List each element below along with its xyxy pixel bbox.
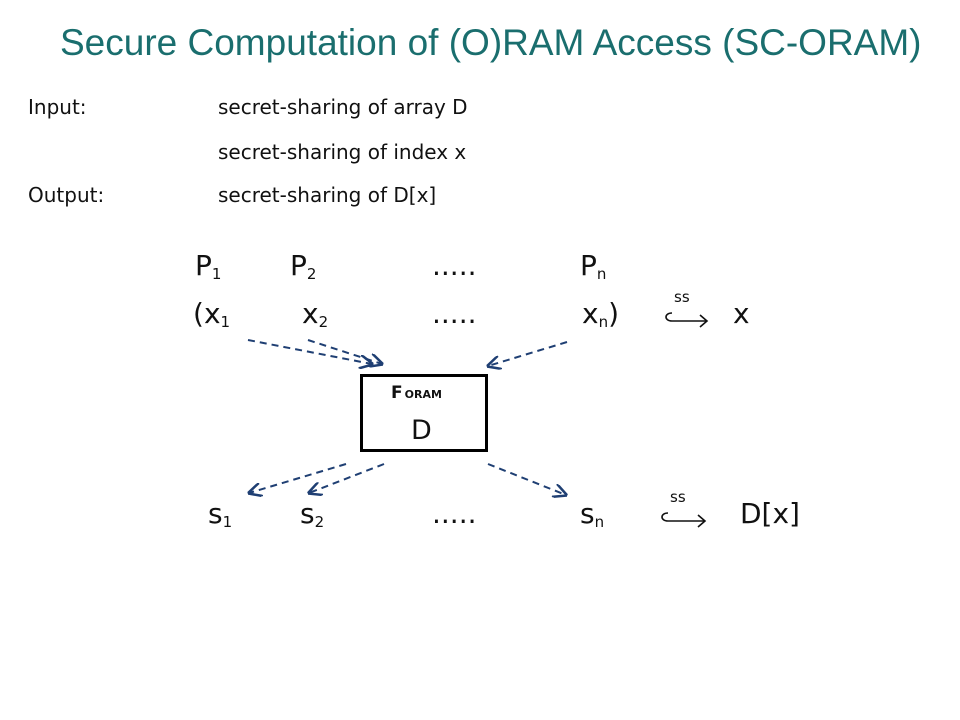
arrow-f-to-sn: [487, 463, 566, 495]
output-ss-label: ss: [670, 488, 686, 506]
output-share-s2: s2: [300, 497, 325, 531]
arrow-x2-to-f: [307, 339, 382, 364]
party-p2: P2: [290, 249, 317, 283]
output-result-dx: D[x]: [740, 497, 800, 530]
input-ss-label: ss: [674, 288, 690, 306]
input-label: Input:: [28, 95, 87, 119]
arrow-f-to-s1: [249, 463, 347, 493]
input-line-array: secret-sharing of array D: [218, 95, 468, 119]
input-result-x: x: [733, 297, 750, 330]
party-dots: .....: [432, 249, 477, 282]
input-share-xn: xn): [582, 297, 620, 331]
output-share-sn: sn: [580, 497, 605, 531]
output-line: secret-sharing of D[x]: [218, 183, 437, 207]
output-label: Output:: [28, 183, 105, 207]
slide-title: Secure Computation of (O)RAM Access (SC-…: [60, 22, 922, 63]
output-share-s1: s1: [208, 497, 233, 531]
output-ss-arrow-icon: [661, 512, 707, 528]
input-ss-arrow-icon: [665, 312, 709, 328]
arrow-xn-to-f: [488, 341, 568, 366]
arrow-x1-to-f: [247, 339, 372, 364]
arrow-f-to-s2: [309, 463, 385, 493]
f-oram-content: D: [411, 415, 432, 446]
input-share-x1: (x1: [193, 297, 231, 331]
input-dots: .....: [432, 297, 477, 330]
party-pn: Pn: [580, 249, 607, 283]
output-dots: .....: [432, 497, 477, 530]
party-p1: P1: [195, 249, 222, 283]
input-share-x2: x2: [302, 297, 329, 331]
input-line-index: secret-sharing of index x: [218, 140, 467, 164]
